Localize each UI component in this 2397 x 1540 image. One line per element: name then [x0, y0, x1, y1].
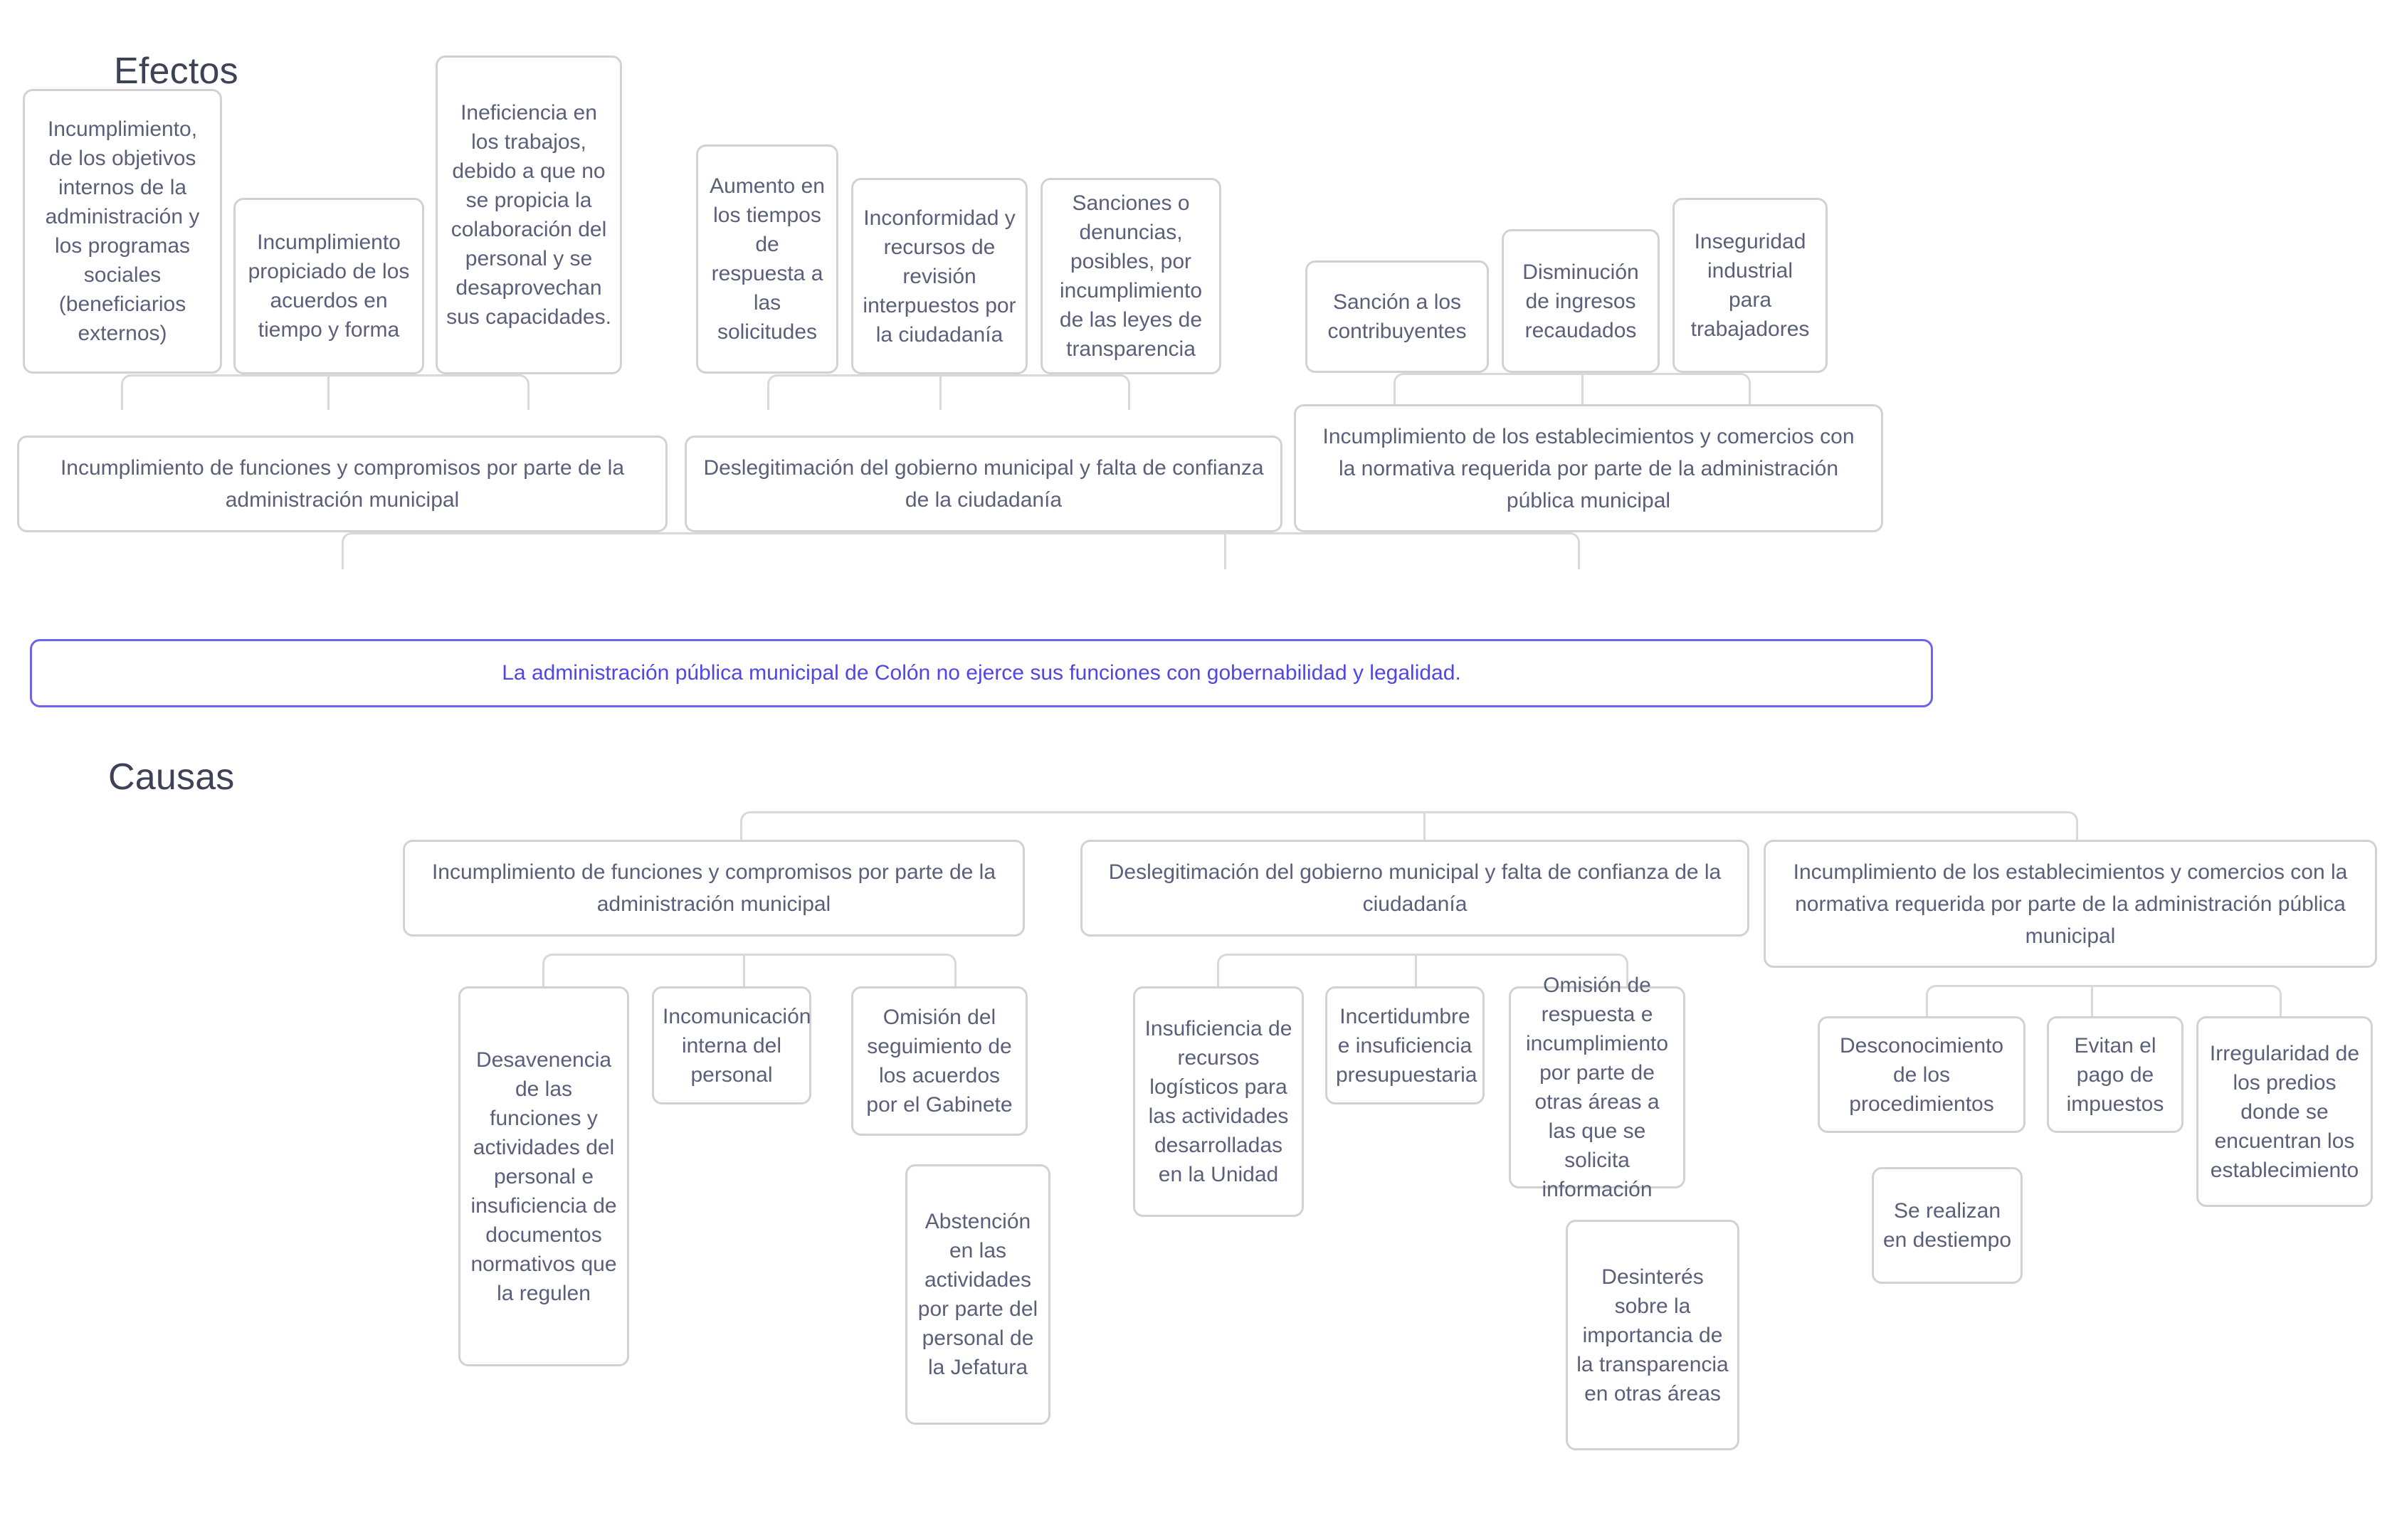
connector-effect-g3-right [1581, 373, 1751, 408]
cause-child-2-2: Incertidumbre e insuficiencia presupuest… [1325, 986, 1485, 1104]
connector-effect-bus-mid [1224, 532, 1226, 569]
connector-cause-g2-right [1415, 954, 1628, 991]
connector-cause-g1-left [542, 954, 743, 991]
effect-leaf-2-3: Sanciones o denuncias, posibles, por inc… [1041, 178, 1221, 374]
connector-effect-g2-right [939, 374, 1130, 410]
cause-child-1-1: Desavenencia de las funciones y activida… [458, 986, 629, 1366]
cause-extra-3-1: Se realizan en destiempo [1872, 1167, 2023, 1284]
connector-cause-g2-mid [1415, 954, 1417, 991]
cause-child-3-2: Evitan el pago de impuestos [2047, 1016, 2183, 1133]
effect-leaf-1-1: Incumplimiento, de los objetivos interno… [23, 89, 222, 374]
cause-parent-2: Deslegitimación del gobierno municipal y… [1080, 840, 1749, 937]
connector-cause-bus-left [740, 811, 1423, 851]
central-problem-box: La administración pública municipal de C… [30, 639, 1933, 707]
connector-effect-g1-left [121, 374, 327, 410]
connector-cause-g2-left [1217, 954, 1415, 991]
connector-cause-g1-right [743, 954, 957, 991]
connector-cause-bus-right [1423, 811, 2078, 851]
effect-leaf-1-3: Ineficiencia en los trabajos, debido a q… [436, 56, 622, 374]
cause-parent-1: Incumplimiento de funciones y compromiso… [403, 840, 1025, 937]
connector-cause-g3-mid [2091, 985, 2093, 1022]
effects-heading: Efectos [114, 51, 238, 92]
cause-extra-1-1: Abstención en las actividades por parte … [905, 1164, 1050, 1425]
connector-cause-g3-left [1926, 985, 2091, 1022]
connector-cause-bus-mid [1423, 811, 1426, 851]
connector-effect-g2-left [767, 374, 939, 410]
causes-heading: Causas [108, 756, 235, 798]
effect-leaf-3-2: Disminución de ingresos recaudados [1502, 229, 1660, 373]
connector-effect-g1-right [327, 374, 530, 410]
cause-parent-3: Incumplimiento de los establecimientos y… [1764, 840, 2377, 968]
connector-effect-g3-mid [1581, 373, 1584, 408]
cause-child-1-2: Incomunicación interna del personal [652, 986, 811, 1104]
effect-parent-3: Incumplimiento de los establecimientos y… [1294, 404, 1883, 532]
connector-effect-bus-left [342, 532, 1224, 569]
connector-effect-g1-mid [327, 374, 330, 410]
connector-cause-g1-mid [743, 954, 745, 991]
cause-extra-2-1: Desinterés sobre la importancia de la tr… [1566, 1220, 1739, 1450]
cause-child-2-1: Insuficiencia de recursos logísticos par… [1133, 986, 1304, 1217]
effect-parent-1: Incumplimiento de funciones y compromiso… [17, 436, 668, 532]
effect-leaf-1-2: Incumplimiento propiciado de los acuerdo… [233, 198, 424, 374]
effect-parent-2: Deslegitimación del gobierno municipal y… [685, 436, 1282, 532]
connector-effect-g2-mid [939, 374, 942, 410]
cause-child-3-1: Desconocimiento de los procedimientos [1818, 1016, 2025, 1133]
connector-cause-g3-right [2091, 985, 2282, 1022]
effect-leaf-3-1: Sanción a los contribuyentes [1305, 260, 1489, 373]
connector-effect-bus-right [1224, 532, 1580, 569]
cause-child-1-3: Omisión del seguimiento de los acuerdos … [851, 986, 1028, 1136]
effect-leaf-2-1: Aumento en los tiempos de respuesta a la… [696, 144, 838, 374]
connector-effect-g3-left [1394, 373, 1581, 408]
effect-leaf-3-3: Inseguridad industrial para trabajadores [1672, 198, 1828, 373]
cause-child-2-3: Omisión de respuesta e incumplimiento po… [1509, 974, 1685, 1201]
cause-child-3-3: Irregularidad de los predios donde se en… [2196, 1016, 2373, 1207]
effect-leaf-2-2: Inconformidad y recursos de revisión int… [851, 178, 1028, 374]
